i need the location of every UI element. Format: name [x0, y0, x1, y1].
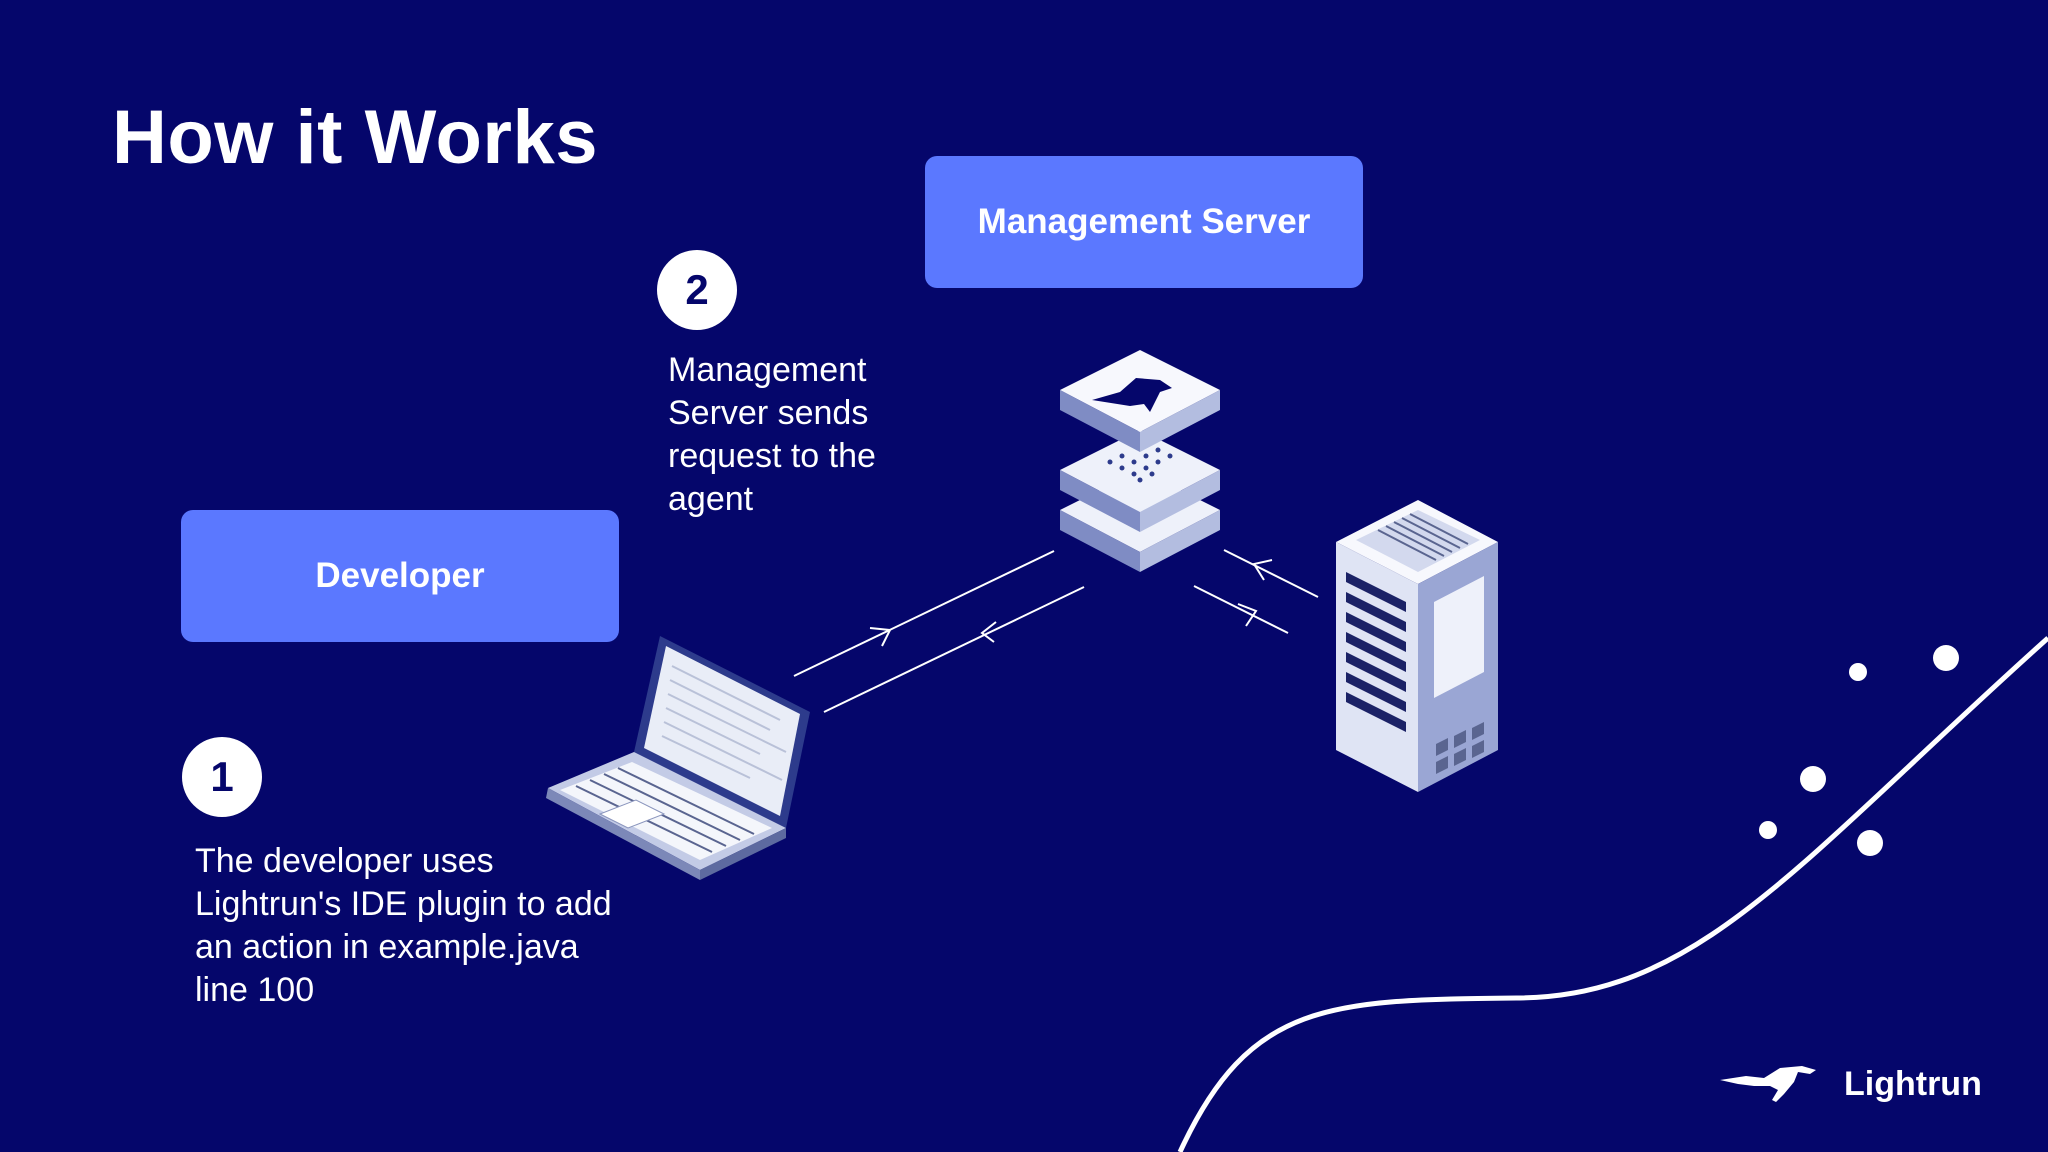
server-tower-icon: [1336, 500, 1498, 792]
decorative-dot: [1857, 830, 1883, 856]
management-server-box: Management Server: [925, 156, 1363, 288]
decorative-dot: [1849, 663, 1867, 681]
decorative-dot: [1759, 821, 1777, 839]
management-server-label: Management Server: [977, 202, 1311, 241]
developer-label: Developer: [315, 556, 485, 595]
step-1-badge: 1: [182, 737, 262, 817]
laptop-icon: [546, 636, 810, 880]
decorative-curve: [1177, 636, 2048, 1152]
page-title: How it Works: [112, 95, 598, 180]
server-agent-connection: [1193, 549, 1319, 634]
developer-box: Developer: [181, 510, 619, 642]
lightrun-wordmark: Lightrun: [1844, 1064, 1982, 1103]
step-2-badge: 2: [657, 250, 737, 330]
lightrun-cheetah-icon: [1720, 1066, 1816, 1102]
step-2-description: Management Server sends request to the a…: [668, 351, 876, 518]
decorative-dot: [1800, 766, 1826, 792]
lightrun-cheetah-icon: [1092, 378, 1172, 412]
laptop-server-connection: [793, 550, 1085, 713]
lightrun-logo: Lightrun: [1718, 1056, 1982, 1112]
decorative-dot: [1933, 645, 1959, 671]
step-1-description: The developer uses Lightrun's IDE plugin…: [195, 842, 612, 1009]
server-stack-icon: [1060, 350, 1220, 572]
